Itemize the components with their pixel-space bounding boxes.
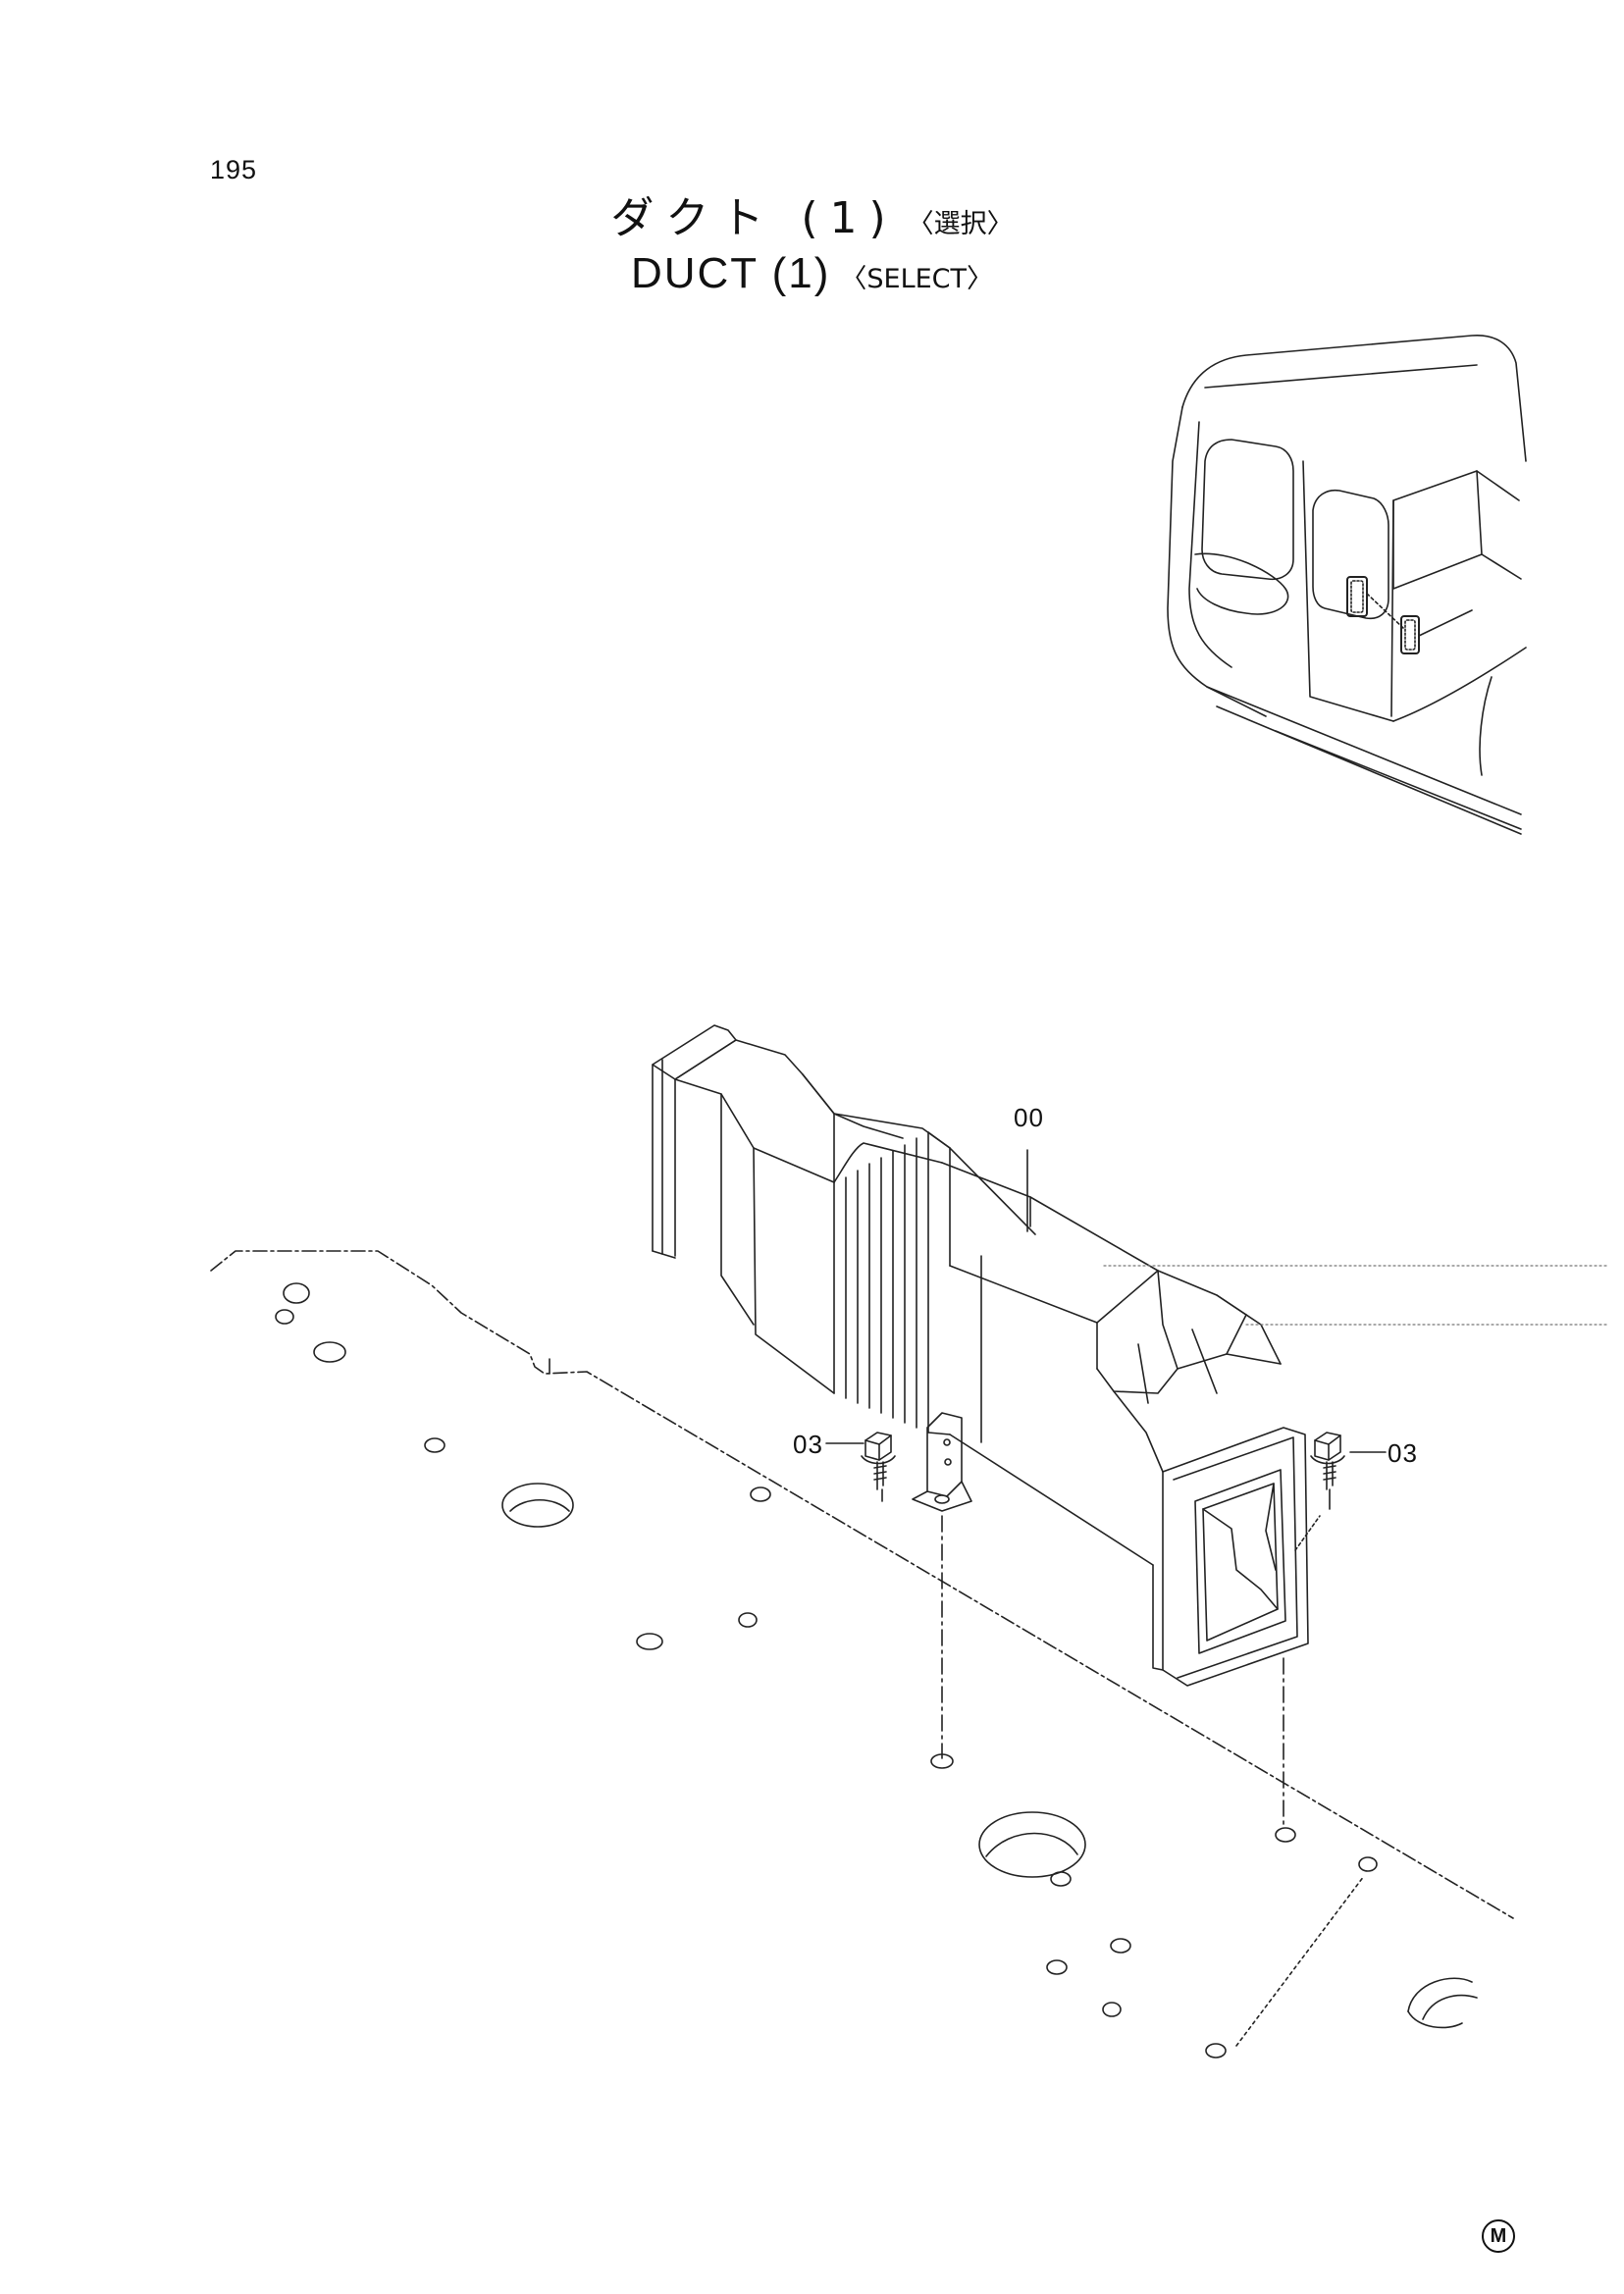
- cab-overview-illustration: [1167, 335, 1527, 835]
- bolt-left-icon: [861, 1432, 896, 1502]
- floor-plate-holes: [275, 1282, 1478, 2059]
- title-japanese-main: ダクト (1): [610, 193, 898, 243]
- callout-duct: 00: [1014, 1103, 1044, 1132]
- page-title: ダクト (1) 〈選択〉 DUCT (1) 〈SELECT〉: [0, 182, 1624, 298]
- title-japanese: ダクト (1) 〈選択〉: [0, 182, 1624, 245]
- title-english: DUCT (1) 〈SELECT〉: [0, 249, 1624, 298]
- title-japanese-variant: 〈選択〉: [907, 209, 1014, 239]
- title-english-main: DUCT (1): [630, 249, 831, 297]
- title-english-variant: 〈SELECT〉: [840, 264, 994, 294]
- floor-plate: [210, 1250, 1514, 1919]
- alignment-lines: [941, 1515, 1284, 1828]
- callout-bolt-right: 03: [1388, 1438, 1418, 1468]
- page-number: 195: [210, 155, 258, 184]
- duct-assembly: [652, 1024, 1610, 1687]
- manufacturer-mark: M: [1482, 2219, 1515, 2253]
- callout-bolt-left: 03: [793, 1430, 823, 1459]
- leader-lines: [825, 1149, 1387, 1453]
- bolt-right-icon: [1310, 1432, 1345, 1510]
